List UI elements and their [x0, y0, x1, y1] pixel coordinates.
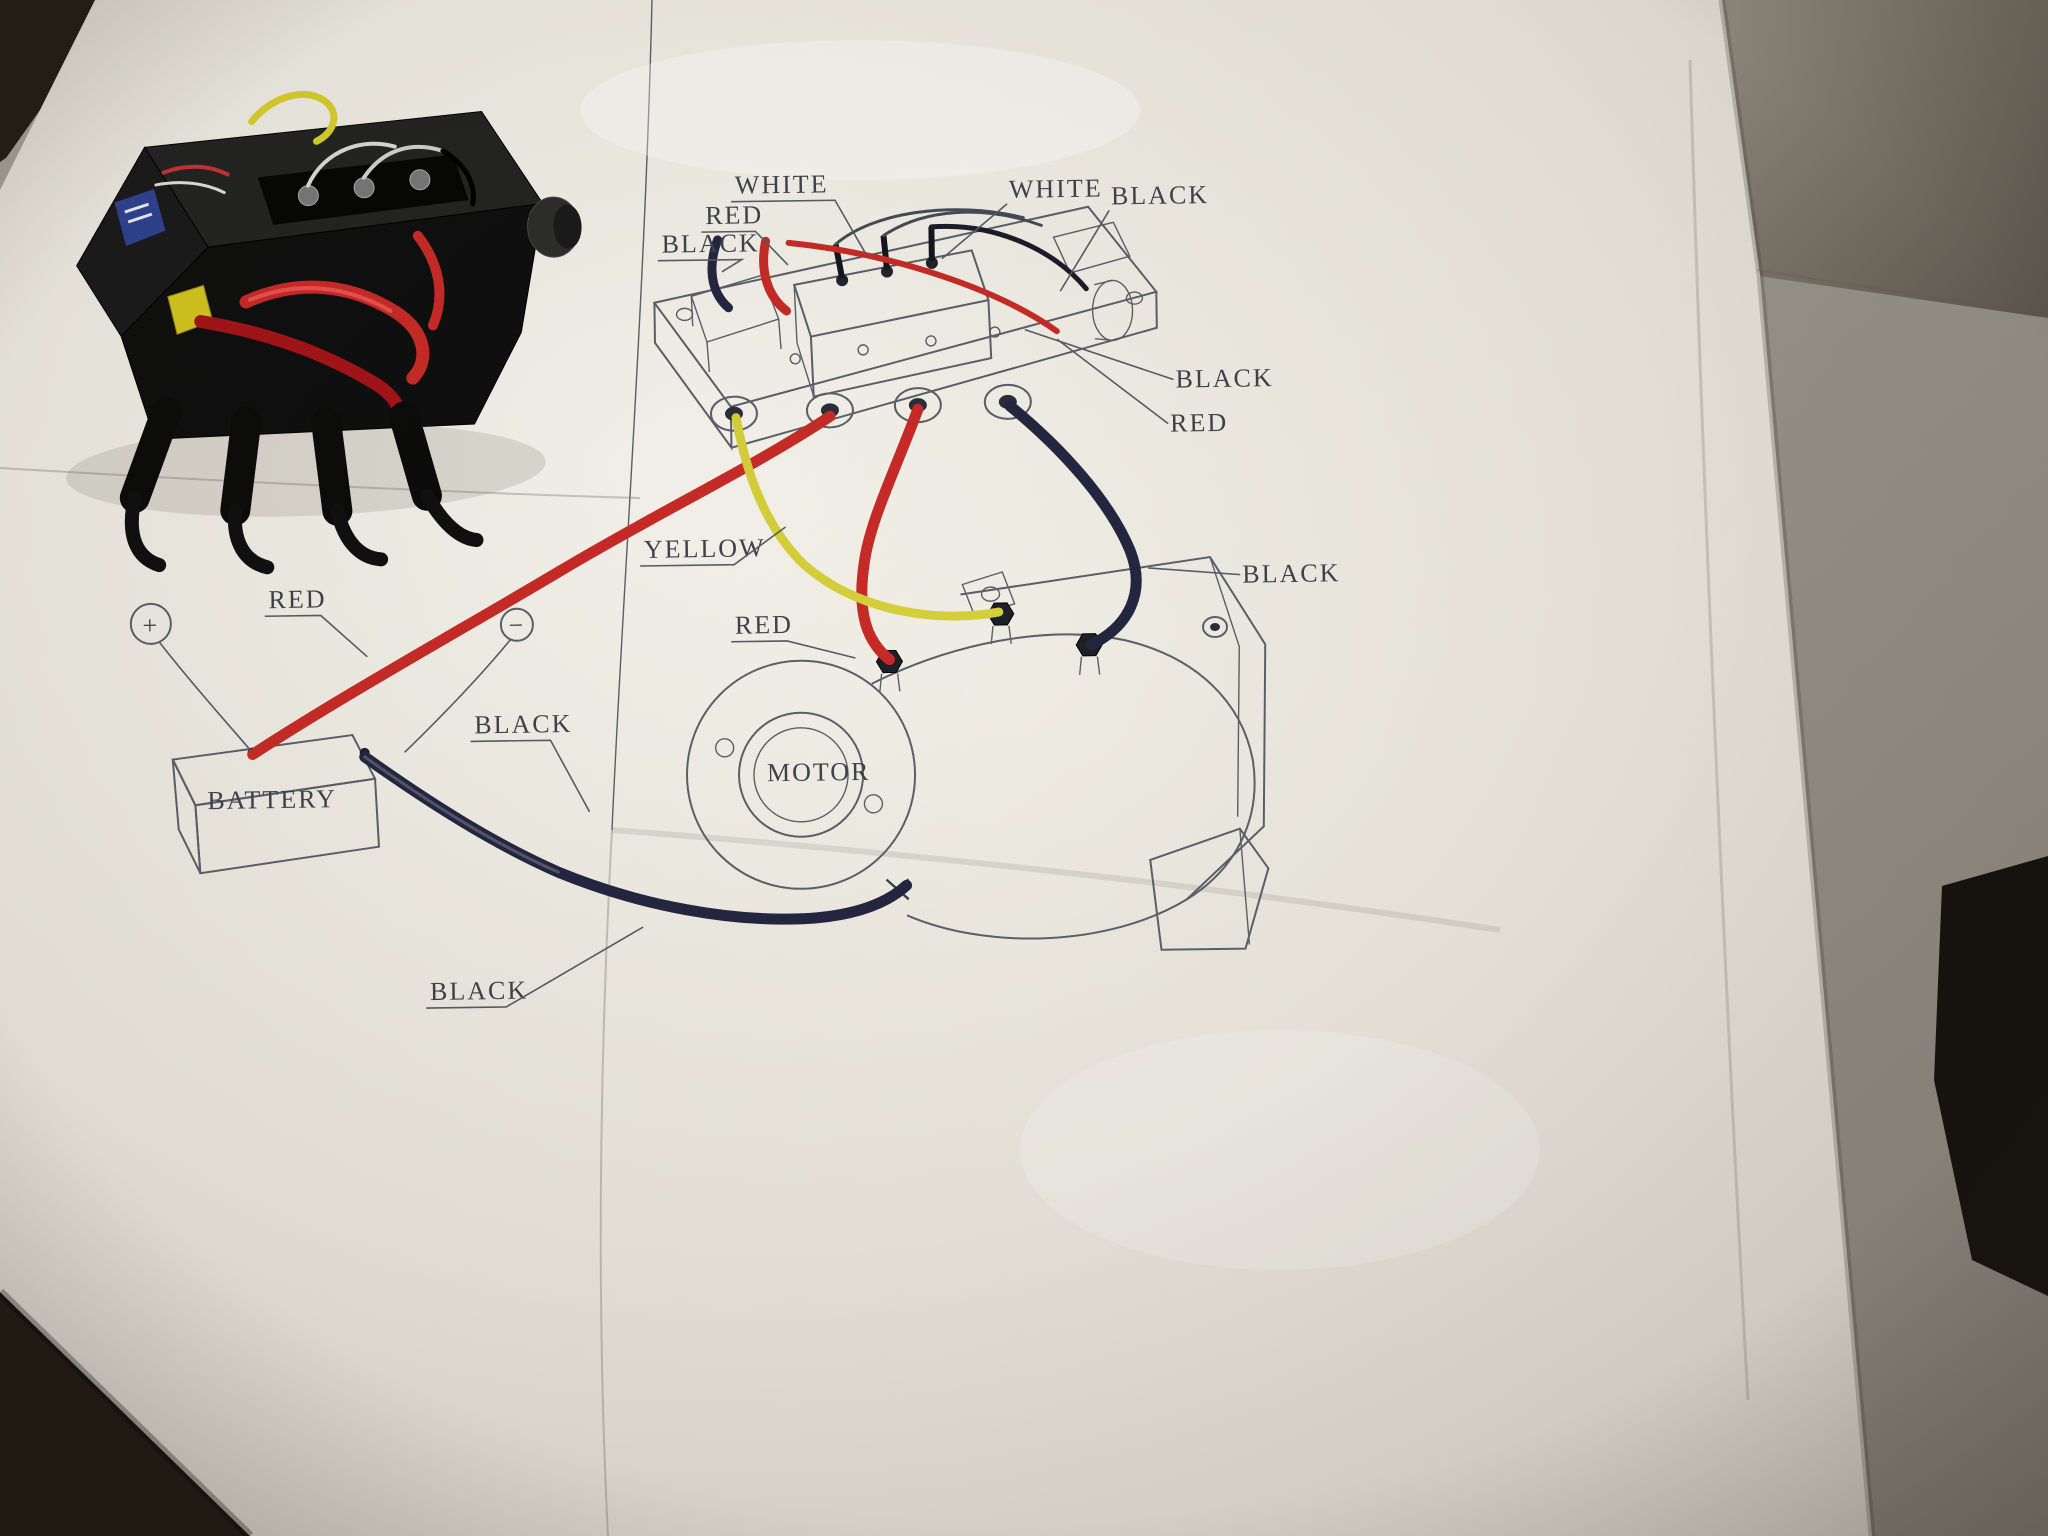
- label-yellow: YELLOW: [644, 533, 766, 564]
- label-red-top: RED: [705, 200, 763, 230]
- paper-glare-top: [580, 40, 1140, 180]
- label-black-top: BLACK: [661, 228, 760, 258]
- battery-label: BATTERY: [207, 784, 337, 815]
- cable-boot: [311, 408, 353, 526]
- label-white-top: WHITE: [735, 169, 829, 199]
- label-black-bottom: BLACK: [430, 976, 529, 1006]
- motor-label: MOTOR: [767, 757, 871, 787]
- label-red-motor: RED: [735, 610, 793, 640]
- label-black-motor: BLACK: [474, 709, 573, 739]
- label-red-right: RED: [1170, 408, 1228, 438]
- label-black-upper-right: BLACK: [1111, 180, 1210, 210]
- terminal-screw: [409, 169, 431, 191]
- terminal-screw: [353, 177, 375, 199]
- plus-symbol: +: [142, 611, 159, 640]
- label-black-far-right: BLACK: [1242, 558, 1341, 588]
- cable-boot: [220, 406, 262, 526]
- label-black-right: BLACK: [1175, 363, 1274, 393]
- label-red-battery: RED: [268, 584, 326, 614]
- label-white-upper-right: WHITE: [1009, 174, 1103, 204]
- terminal-screw: [297, 185, 319, 207]
- paper-glare-bottom: [1020, 1030, 1540, 1270]
- table-top-right: [1722, 0, 2048, 318]
- minus-symbol: −: [508, 611, 525, 640]
